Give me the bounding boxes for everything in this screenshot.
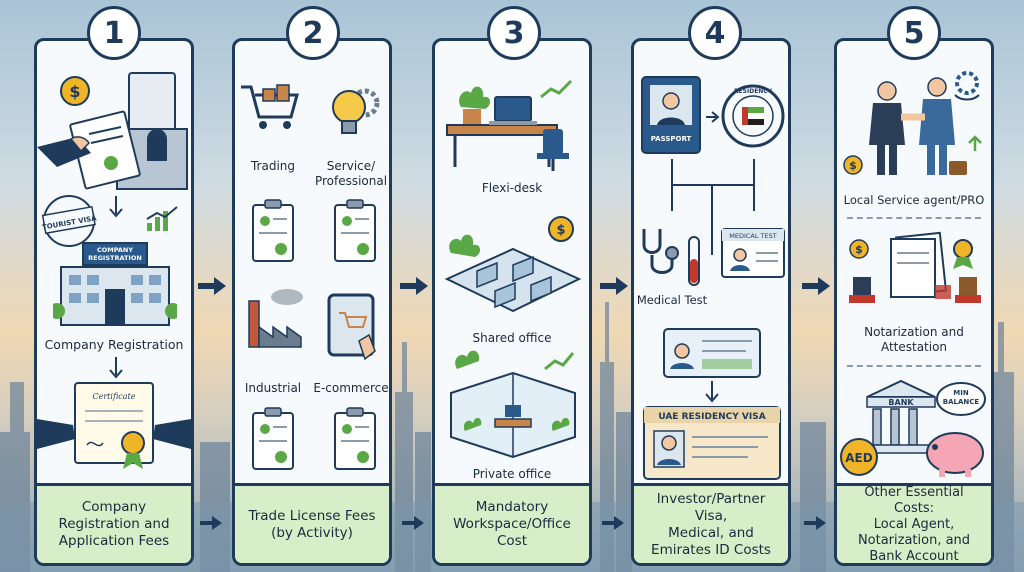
license-document-icon	[252, 407, 294, 470]
ecommerce-label: E-commerce	[313, 381, 389, 395]
license-document-icon	[252, 199, 294, 262]
medical-test-label: Medical Test	[636, 293, 708, 307]
step-1-cost-band: Company Registration and Application Fee…	[37, 483, 191, 563]
step-3-panel: Flexi-desk $ Shared office Private offic…	[432, 38, 592, 566]
residency-stamp-icon: RESIDENCY	[721, 84, 785, 148]
svg-text:$: $	[556, 223, 565, 238]
notarization-documents-icon: $	[849, 231, 981, 303]
down-arrow-icon	[109, 357, 123, 379]
passport-text: PASSPORT	[651, 135, 692, 143]
step-4-cost-text: Investor/Partner Visa, Medical, and Emir…	[651, 490, 771, 558]
section-divider	[847, 217, 981, 219]
step-4-cost-band: Investor/Partner Visa, Medical, and Emir…	[634, 483, 788, 563]
certificate-heading: Certificate	[93, 392, 136, 401]
step-number-badge: 3	[487, 6, 541, 60]
emirates-id-card-icon	[663, 328, 761, 378]
registration-application-illustration: $	[37, 72, 188, 190]
step-5-panel: $ Local Service agent/PRO $ Notarization…	[834, 38, 994, 566]
shared-office-icon: $	[444, 216, 582, 313]
flow-arrow-3-4	[600, 277, 628, 295]
trading-label: Trading	[250, 159, 296, 173]
section-divider	[847, 365, 981, 367]
certificate-icon: Certificate	[37, 382, 191, 469]
flow-arrow-2-3	[400, 277, 428, 295]
flow-arrow-1-2	[198, 277, 226, 295]
step-5-cost-text: Other Essential Costs: Local Agent, Nota…	[857, 484, 971, 564]
service-professional-label: Service/ Professional	[314, 159, 388, 188]
step-2-panel: Trading Service/ Professional Industrial…	[232, 38, 392, 566]
medical-test-card-text: MEDICAL TEST	[729, 232, 777, 240]
local-service-agent-label: Local Service agent/PRO	[843, 193, 985, 207]
private-office-label: Private office	[472, 467, 552, 481]
test-tube-icon	[688, 236, 700, 286]
stethoscope-icon	[642, 229, 679, 274]
step-3-cost-text: Mandatory Workspace/Office Cost	[453, 499, 571, 549]
down-arrow-icon	[705, 381, 719, 403]
notarization-attestation-label: Notarization and Attestation	[864, 325, 964, 354]
step-2-cost-band: Trade License Fees (by Activity)	[235, 483, 389, 563]
shared-office-label: Shared office	[472, 331, 552, 345]
step-3-cost-band: Mandatory Workspace/Office Cost	[435, 483, 589, 563]
passport-icon: PASSPORT	[641, 76, 701, 154]
cost-arrow-3-4	[602, 516, 624, 530]
step-number-badge: 2	[286, 6, 340, 60]
uae-residency-visa-text: UAE RESIDENCY VISA	[658, 412, 765, 422]
industrial-label: Industrial	[244, 381, 302, 395]
right-arrow-icon	[706, 111, 720, 123]
uae-residency-visa-card-icon: UAE RESIDENCY VISA	[643, 406, 781, 480]
license-document-icon	[334, 407, 376, 470]
step-4-panel: PASSPORT RESIDENCY MEDICAL TEST	[631, 38, 791, 566]
flow-arrow-4-5	[802, 277, 830, 295]
medical-test-card-icon: MEDICAL TEST	[721, 228, 785, 278]
cost-arrow-1-2	[200, 516, 222, 530]
step-5-cost-band: Other Essential Costs: Local Agent, Nota…	[837, 483, 991, 563]
svg-text:$: $	[69, 82, 80, 101]
flexi-desk-icon	[446, 79, 573, 171]
step-1-cost-text: Company Registration and Application Fee…	[58, 499, 170, 549]
flexi-desk-label: Flexi-desk	[481, 181, 543, 195]
shopping-cart-icon	[241, 84, 299, 129]
company-registration-label: Company Registration	[44, 337, 184, 352]
growth-chart-icon	[146, 206, 178, 231]
down-arrow-icon	[109, 196, 123, 218]
private-office-icon	[450, 350, 576, 459]
svg-text:$: $	[855, 243, 863, 256]
bank-sign-text: BANK	[888, 398, 914, 407]
step-number-badge: 1	[87, 6, 141, 60]
residency-stamp-text: RESIDENCY	[734, 88, 773, 95]
flow-connector-lines	[671, 159, 755, 255]
tablet-ecommerce-icon	[327, 293, 376, 361]
handshake-agents-icon: $	[843, 71, 982, 175]
license-document-icon	[334, 199, 376, 262]
cost-arrow-4-5	[804, 516, 826, 530]
step-2-cost-text: Trade License Fees (by Activity)	[248, 507, 376, 541]
tourist-visa-stamp-icon: TOURIST VISA	[42, 195, 98, 247]
step-number-badge: 4	[688, 6, 742, 60]
svg-text:$: $	[849, 159, 857, 172]
step-number-badge: 5	[887, 6, 941, 60]
lightbulb-gear-icon	[332, 88, 380, 134]
factory-icon	[248, 289, 303, 348]
aed-coin-text: AED	[845, 451, 872, 465]
cost-arrow-2-3	[402, 516, 424, 530]
